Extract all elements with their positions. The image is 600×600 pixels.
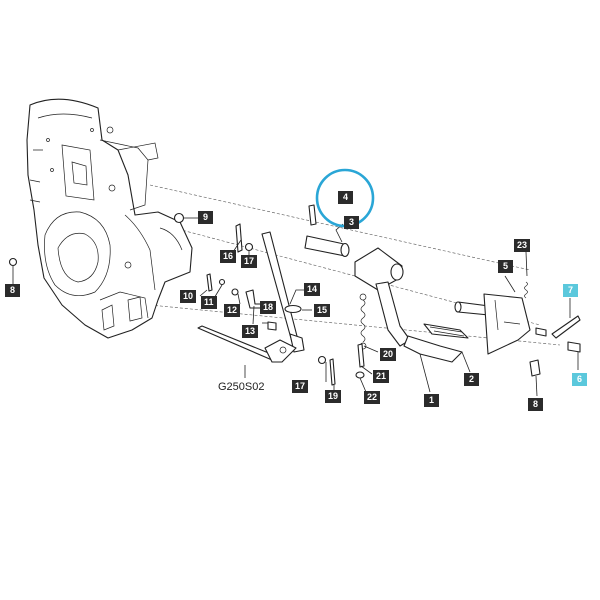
part-label-19[interactable]: 19 bbox=[325, 390, 342, 403]
part-label-16[interactable]: 16 bbox=[220, 250, 237, 263]
part-label-10[interactable]: 10 bbox=[180, 290, 197, 303]
parts-6-7 bbox=[535, 315, 581, 353]
part-label-1[interactable]: 1 bbox=[424, 394, 439, 407]
part-label-13[interactable]: 13 bbox=[242, 325, 259, 338]
parts-10-11-12 bbox=[206, 273, 241, 305]
part-8-left bbox=[8, 257, 18, 267]
part-label-23[interactable]: 23 bbox=[514, 239, 531, 252]
part-4-pin bbox=[308, 204, 317, 226]
part-8-right bbox=[529, 359, 541, 377]
part-5-shaft-bracket bbox=[454, 293, 531, 355]
part-18 bbox=[267, 321, 277, 331]
part-label-18[interactable]: 18 bbox=[260, 301, 277, 314]
part-20-spring bbox=[359, 293, 367, 350]
part-16 bbox=[235, 223, 243, 253]
leader-lines bbox=[12, 223, 579, 397]
part-label-2[interactable]: 2 bbox=[464, 373, 479, 386]
part-3-sleeve bbox=[304, 235, 350, 258]
diagram-code: G250S02 bbox=[218, 381, 265, 393]
part-label-22[interactable]: 22 bbox=[364, 391, 381, 404]
part-label-9[interactable]: 9 bbox=[198, 211, 213, 224]
transmission-housing bbox=[26, 98, 193, 339]
pedal-pad bbox=[423, 323, 469, 339]
part-label-11[interactable]: 11 bbox=[201, 296, 217, 309]
part-label-17-upper[interactable]: 17 bbox=[241, 255, 258, 268]
cross-shaft bbox=[197, 325, 297, 363]
parts-21-22 bbox=[355, 343, 365, 379]
part-label-4[interactable]: 4 bbox=[338, 191, 353, 204]
part-label-20[interactable]: 20 bbox=[380, 348, 397, 361]
part-label-12[interactable]: 12 bbox=[224, 304, 241, 317]
pedal-assembly bbox=[354, 247, 463, 363]
part-17-lower bbox=[317, 355, 327, 365]
part-14-rod bbox=[261, 231, 305, 353]
part-17-upper bbox=[244, 242, 254, 252]
part-19 bbox=[329, 358, 336, 386]
part-label-14[interactable]: 14 bbox=[304, 283, 321, 296]
part-label-6[interactable]: 6 bbox=[572, 373, 587, 386]
part-9 bbox=[173, 212, 200, 224]
part-label-15[interactable]: 15 bbox=[314, 304, 331, 317]
part-label-3[interactable]: 3 bbox=[344, 216, 359, 229]
part-label-8-left[interactable]: 8 bbox=[5, 284, 20, 297]
part-label-17-lower[interactable]: 17 bbox=[292, 380, 309, 393]
part-label-8-right[interactable]: 8 bbox=[528, 398, 543, 411]
part-label-5[interactable]: 5 bbox=[498, 260, 513, 273]
part-label-7[interactable]: 7 bbox=[563, 284, 578, 297]
part-label-21[interactable]: 21 bbox=[373, 370, 390, 383]
part-23 bbox=[524, 281, 528, 299]
